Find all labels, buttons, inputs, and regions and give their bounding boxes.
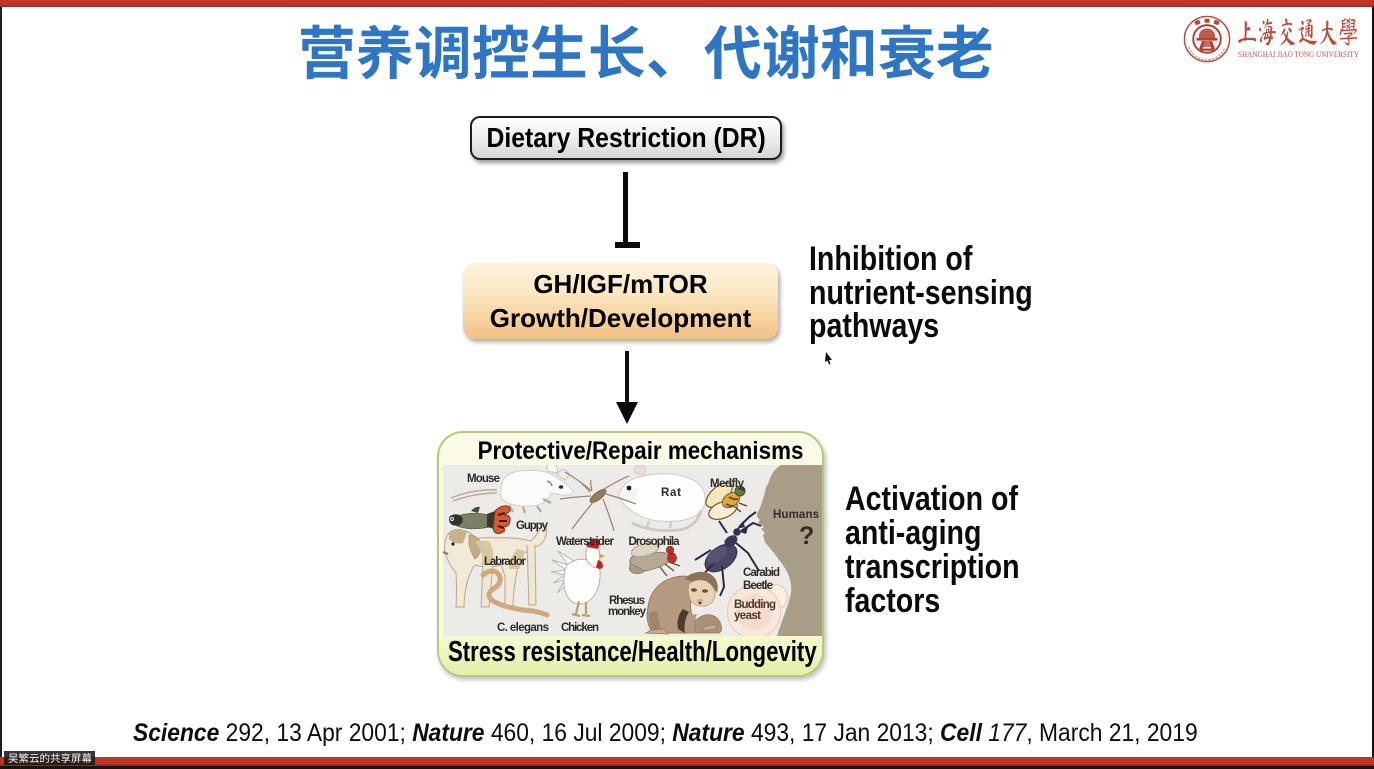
- svg-text:Drosophila: Drosophila: [629, 536, 681, 548]
- svg-text:Waterstrider: Waterstrider: [556, 536, 615, 548]
- svg-text:monkey: monkey: [608, 606, 647, 618]
- svg-text:Beetle: Beetle: [743, 580, 773, 592]
- svg-text:Humans: Humans: [773, 509, 819, 521]
- svg-text:SHANGHAI JIAO TONG UNIVERSITY: SHANGHAI JIAO TONG UNIVERSITY: [1238, 50, 1359, 59]
- svg-text:Chicken: Chicken: [561, 622, 599, 634]
- svg-text:yeast: yeast: [734, 610, 761, 622]
- svg-text:C. elegans: C. elegans: [497, 622, 549, 634]
- svg-text:Medfly: Medfly: [710, 478, 745, 490]
- svg-text:Rhesus: Rhesus: [609, 595, 645, 607]
- svg-text:Guppy: Guppy: [516, 520, 549, 532]
- svg-text:Rat: Rat: [661, 487, 681, 499]
- svg-text:Mouse: Mouse: [467, 473, 500, 485]
- svg-text:?: ?: [799, 522, 814, 550]
- svg-text:Carabid: Carabid: [743, 567, 780, 579]
- svg-text:Labrador: Labrador: [484, 556, 527, 568]
- svg-text:Budding: Budding: [734, 599, 776, 611]
